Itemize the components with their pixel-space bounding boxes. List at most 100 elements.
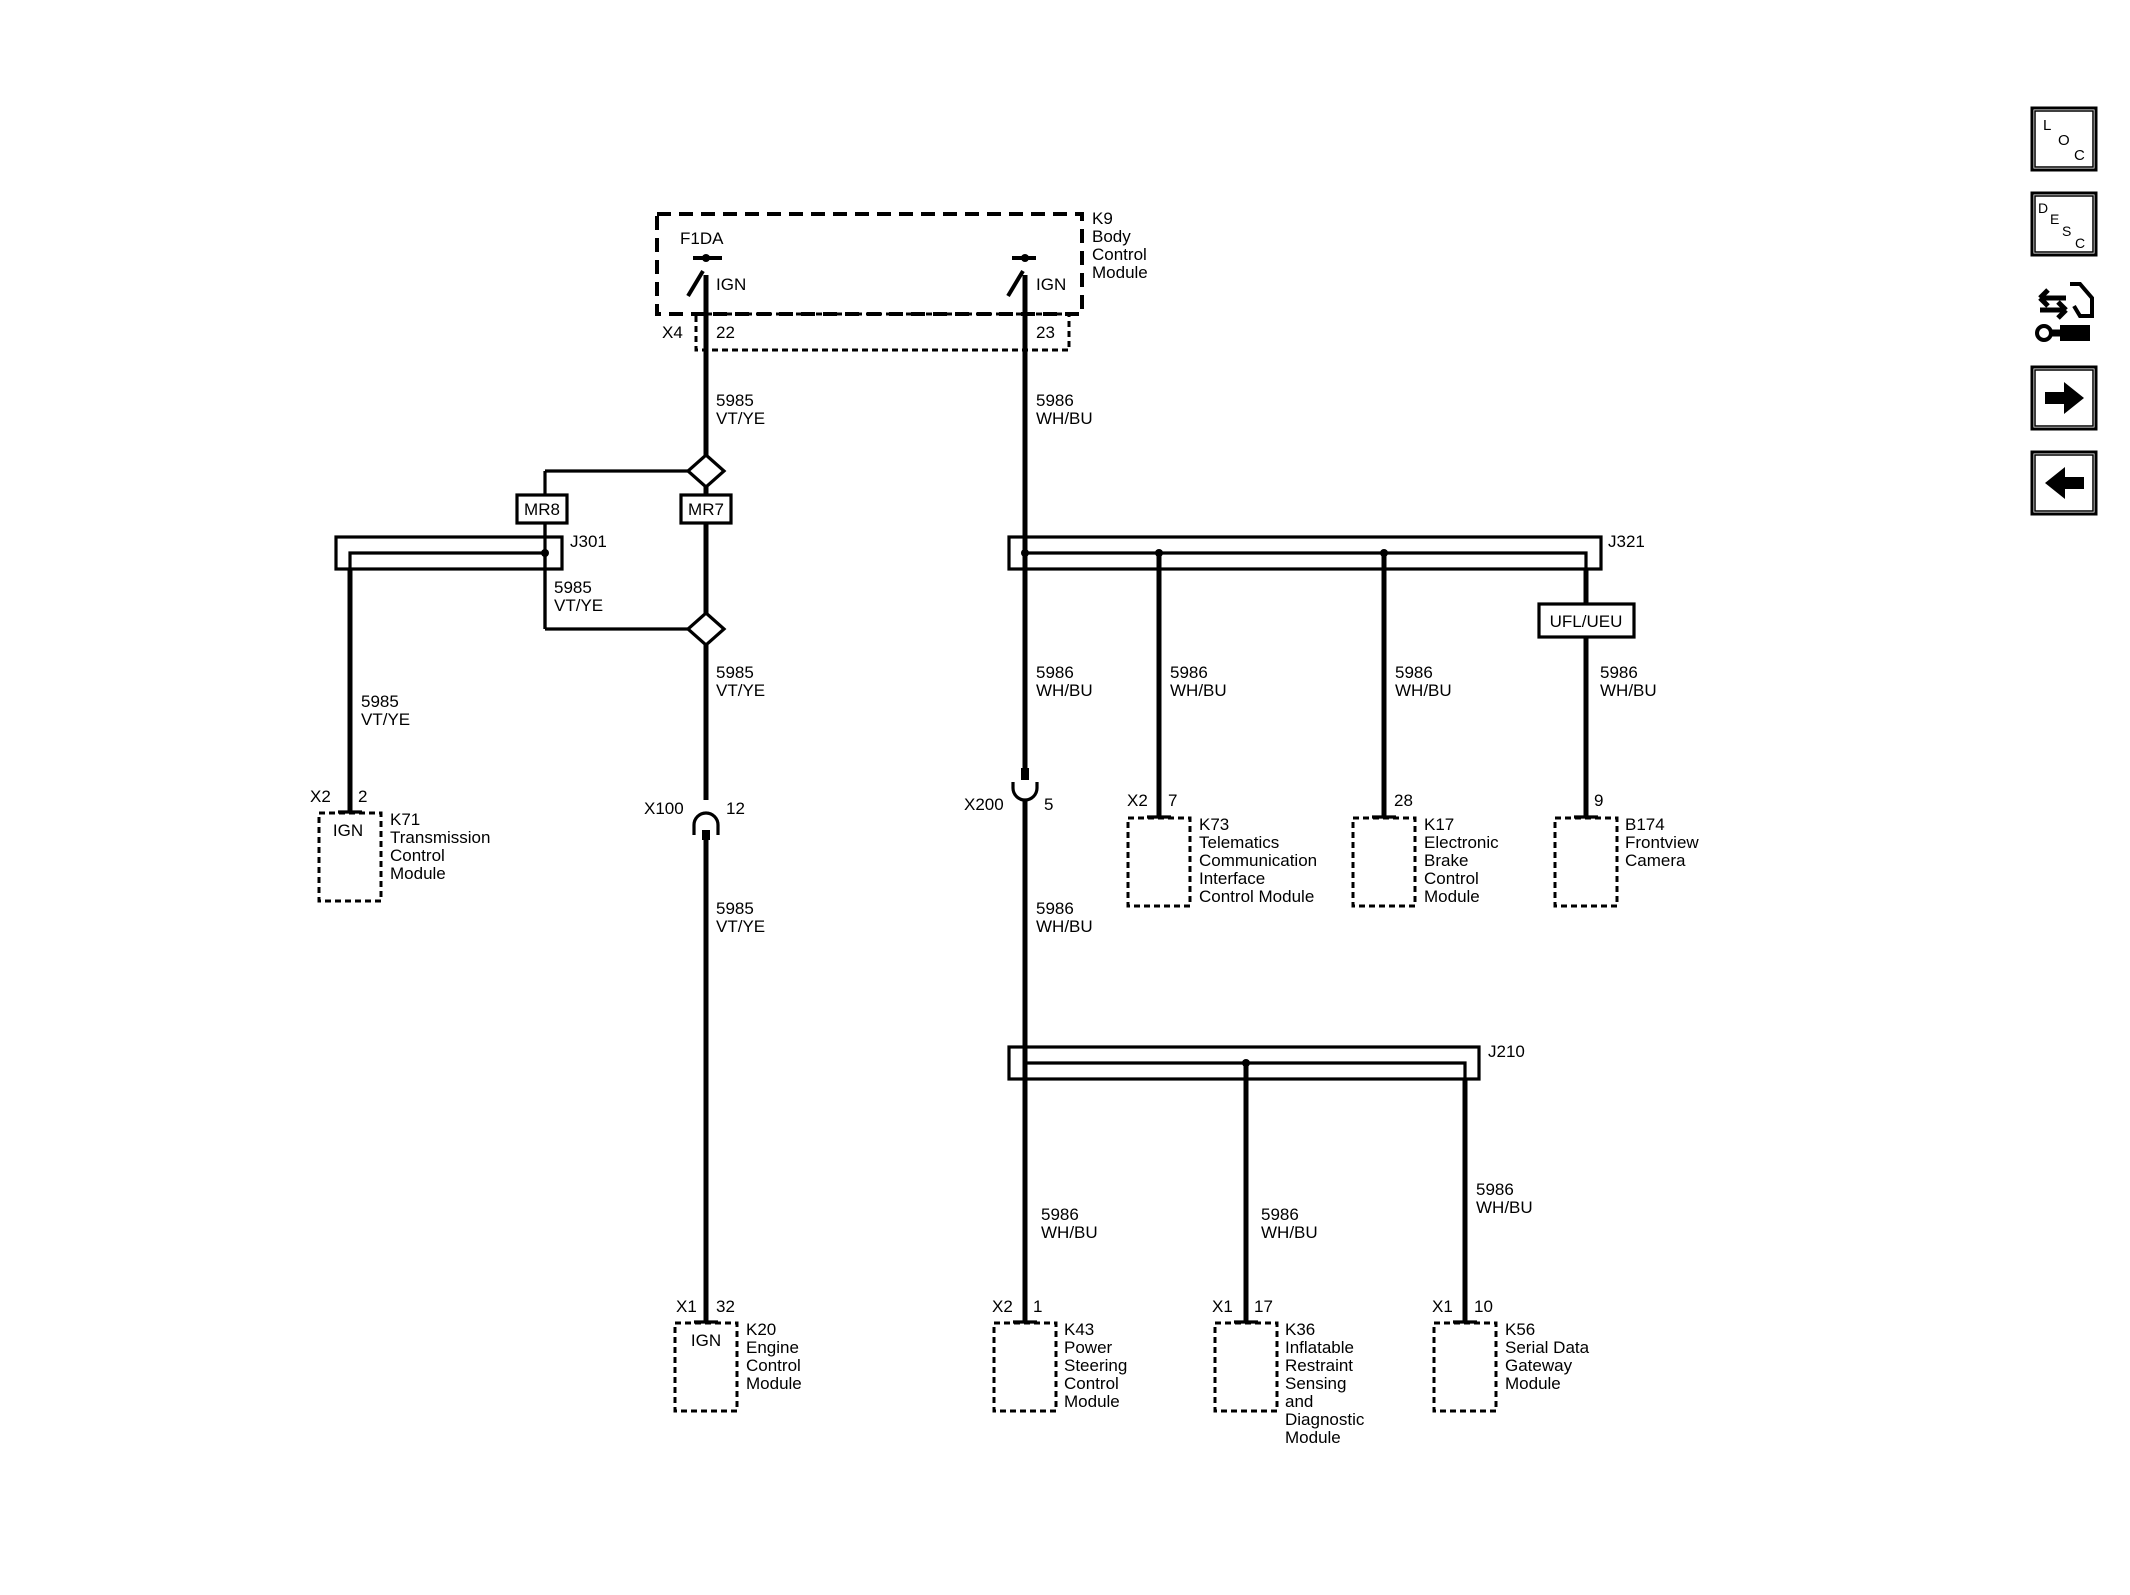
bcm-switch-left-label: IGN bbox=[716, 275, 746, 294]
k43-name-1: Power bbox=[1064, 1338, 1113, 1357]
splice-pack-j321 bbox=[1007, 535, 1603, 817]
wire-label-5985-d-color: VT/YE bbox=[361, 710, 410, 729]
b174-name-1: Frontview bbox=[1625, 833, 1699, 852]
wire-label-5986-d-num: 5986 bbox=[1395, 663, 1433, 682]
k43-name-3: Control bbox=[1064, 1374, 1119, 1393]
wire-label-5986-b-color: WH/BU bbox=[1036, 681, 1093, 700]
connector-diamond-bottom-icon bbox=[685, 610, 727, 648]
k56-ref: K56 bbox=[1505, 1320, 1535, 1339]
bcm-name-line-1: Body bbox=[1092, 227, 1131, 246]
circuit-5985 bbox=[543, 296, 727, 1322]
desc-button[interactable]: D E S C bbox=[2030, 191, 2098, 257]
wire-label-5985-a-num: 5985 bbox=[716, 391, 754, 410]
k71-module: X2 2 IGN K71 Transmission Control Module bbox=[310, 787, 490, 903]
connector-wrench-icon[interactable] bbox=[2030, 275, 2100, 347]
wire-label-5986-e-color: WH/BU bbox=[1600, 681, 1657, 700]
k56-name-3: Module bbox=[1505, 1374, 1561, 1393]
j321-label: J321 bbox=[1608, 532, 1645, 551]
k56-conn: X1 bbox=[1432, 1297, 1453, 1316]
k36-conn: X1 bbox=[1212, 1297, 1233, 1316]
wire-label-5986-c-color: WH/BU bbox=[1170, 681, 1227, 700]
k36-name-2: Restraint bbox=[1285, 1356, 1353, 1375]
k43-ref: K43 bbox=[1064, 1320, 1094, 1339]
splice-pack-j301 bbox=[334, 524, 564, 812]
mr7-label: MR7 bbox=[688, 500, 724, 519]
wire-label-5986-f-color: WH/BU bbox=[1036, 917, 1093, 936]
k71-name-2: Control bbox=[390, 846, 445, 865]
wire-label-5986-c-num: 5986 bbox=[1170, 663, 1208, 682]
prev-button[interactable] bbox=[2030, 450, 2098, 516]
mr8-label: MR8 bbox=[524, 500, 560, 519]
bcm-name-line-3: Module bbox=[1092, 263, 1148, 282]
k71-inside: IGN bbox=[333, 821, 363, 840]
bcm-pin-right: 23 bbox=[1036, 323, 1055, 342]
bcm-connector-label: X4 bbox=[662, 323, 683, 342]
k73-name-2: Communication bbox=[1199, 851, 1317, 870]
k17-name-2: Brake bbox=[1424, 851, 1468, 870]
next-button[interactable] bbox=[2030, 365, 2098, 431]
bcm-module: K9 Body Control Module F1DA IGN IGN X4 2… bbox=[655, 209, 1148, 352]
wire-label-5986-f-num: 5986 bbox=[1036, 899, 1074, 918]
k73-pin: 7 bbox=[1168, 791, 1177, 810]
wire-label-5986-g-num: 5986 bbox=[1041, 1205, 1079, 1224]
k43-name-2: Steering bbox=[1064, 1356, 1127, 1375]
desc-letter-c: C bbox=[2075, 235, 2085, 251]
bcm-fuse-label: F1DA bbox=[680, 229, 724, 248]
k20-name-3: Module bbox=[746, 1374, 802, 1393]
x200-label: X200 bbox=[964, 795, 1004, 814]
k20-conn: X1 bbox=[676, 1297, 697, 1316]
j210-label: J210 bbox=[1488, 1042, 1525, 1061]
wire-label-5985-e-color: VT/YE bbox=[716, 917, 765, 936]
k36-name-4: and bbox=[1285, 1392, 1313, 1411]
k71-ref: K71 bbox=[390, 810, 420, 829]
k73-ref: K73 bbox=[1199, 815, 1229, 834]
j301-label: J301 bbox=[570, 532, 607, 551]
k17-name-4: Module bbox=[1424, 887, 1480, 906]
k17-name-1: Electronic bbox=[1424, 833, 1499, 852]
ign-switch-right-icon bbox=[1006, 254, 1036, 298]
k56-module: X1 10 K56 Serial Data Gateway Module bbox=[1432, 1297, 1590, 1413]
ufl-connector bbox=[1537, 602, 1636, 639]
wire-label-5986-i-color: WH/BU bbox=[1476, 1198, 1533, 1217]
arrow-left-icon bbox=[2045, 467, 2084, 499]
wire-label-5986-a-num: 5986 bbox=[1036, 391, 1074, 410]
desc-letter-d: D bbox=[2038, 200, 2048, 216]
wire-label-5985-c-color: VT/YE bbox=[716, 681, 765, 700]
desc-letter-s: S bbox=[2062, 223, 2071, 239]
bcm-switch-right-label: IGN bbox=[1036, 275, 1066, 294]
wire-label-5985-d-num: 5985 bbox=[361, 692, 399, 711]
connector-diamond-top-icon bbox=[685, 452, 727, 490]
k43-pin: 1 bbox=[1033, 1297, 1042, 1316]
k36-name-1: Inflatable bbox=[1285, 1338, 1354, 1357]
mr7-connector bbox=[679, 493, 733, 525]
arrow-right-icon bbox=[2045, 382, 2084, 414]
b174-pin: 9 bbox=[1594, 791, 1603, 810]
loc-letter-c: C bbox=[2074, 147, 2085, 164]
b174-name-2: Camera bbox=[1625, 851, 1686, 870]
k17-pin: 28 bbox=[1394, 791, 1413, 810]
k20-inside: IGN bbox=[691, 1331, 721, 1350]
k17-name-3: Control bbox=[1424, 869, 1479, 888]
k17-ref: K17 bbox=[1424, 815, 1454, 834]
k43-conn: X2 bbox=[992, 1297, 1013, 1316]
loc-letter-l: L bbox=[2043, 117, 2051, 134]
k56-name-1: Serial Data bbox=[1505, 1338, 1590, 1357]
k71-name-3: Module bbox=[390, 864, 446, 883]
k20-name-2: Control bbox=[746, 1356, 801, 1375]
loc-button[interactable]: L O C bbox=[2030, 106, 2098, 172]
k36-name-3: Sensing bbox=[1285, 1374, 1346, 1393]
k43-module: X2 1 K43 Power Steering Control Module bbox=[992, 1297, 1127, 1413]
k17-module: 28 K17 Electronic Brake Control Module bbox=[1351, 791, 1499, 908]
inline-connector-x100-icon bbox=[692, 811, 720, 840]
wire-label-5986-h-color: WH/BU bbox=[1261, 1223, 1318, 1242]
x100-pin: 12 bbox=[726, 799, 745, 818]
loc-letter-o: O bbox=[2058, 132, 2070, 149]
wire-label-5985-e-num: 5985 bbox=[716, 899, 754, 918]
ufl-label: UFL/UEU bbox=[1550, 612, 1623, 631]
x200-pin: 5 bbox=[1044, 795, 1053, 814]
k73-name-4: Control Module bbox=[1199, 887, 1314, 906]
k56-name-2: Gateway bbox=[1505, 1356, 1573, 1375]
k71-pin: 2 bbox=[358, 787, 367, 806]
wire-label-5985-a-color: VT/YE bbox=[716, 409, 765, 428]
